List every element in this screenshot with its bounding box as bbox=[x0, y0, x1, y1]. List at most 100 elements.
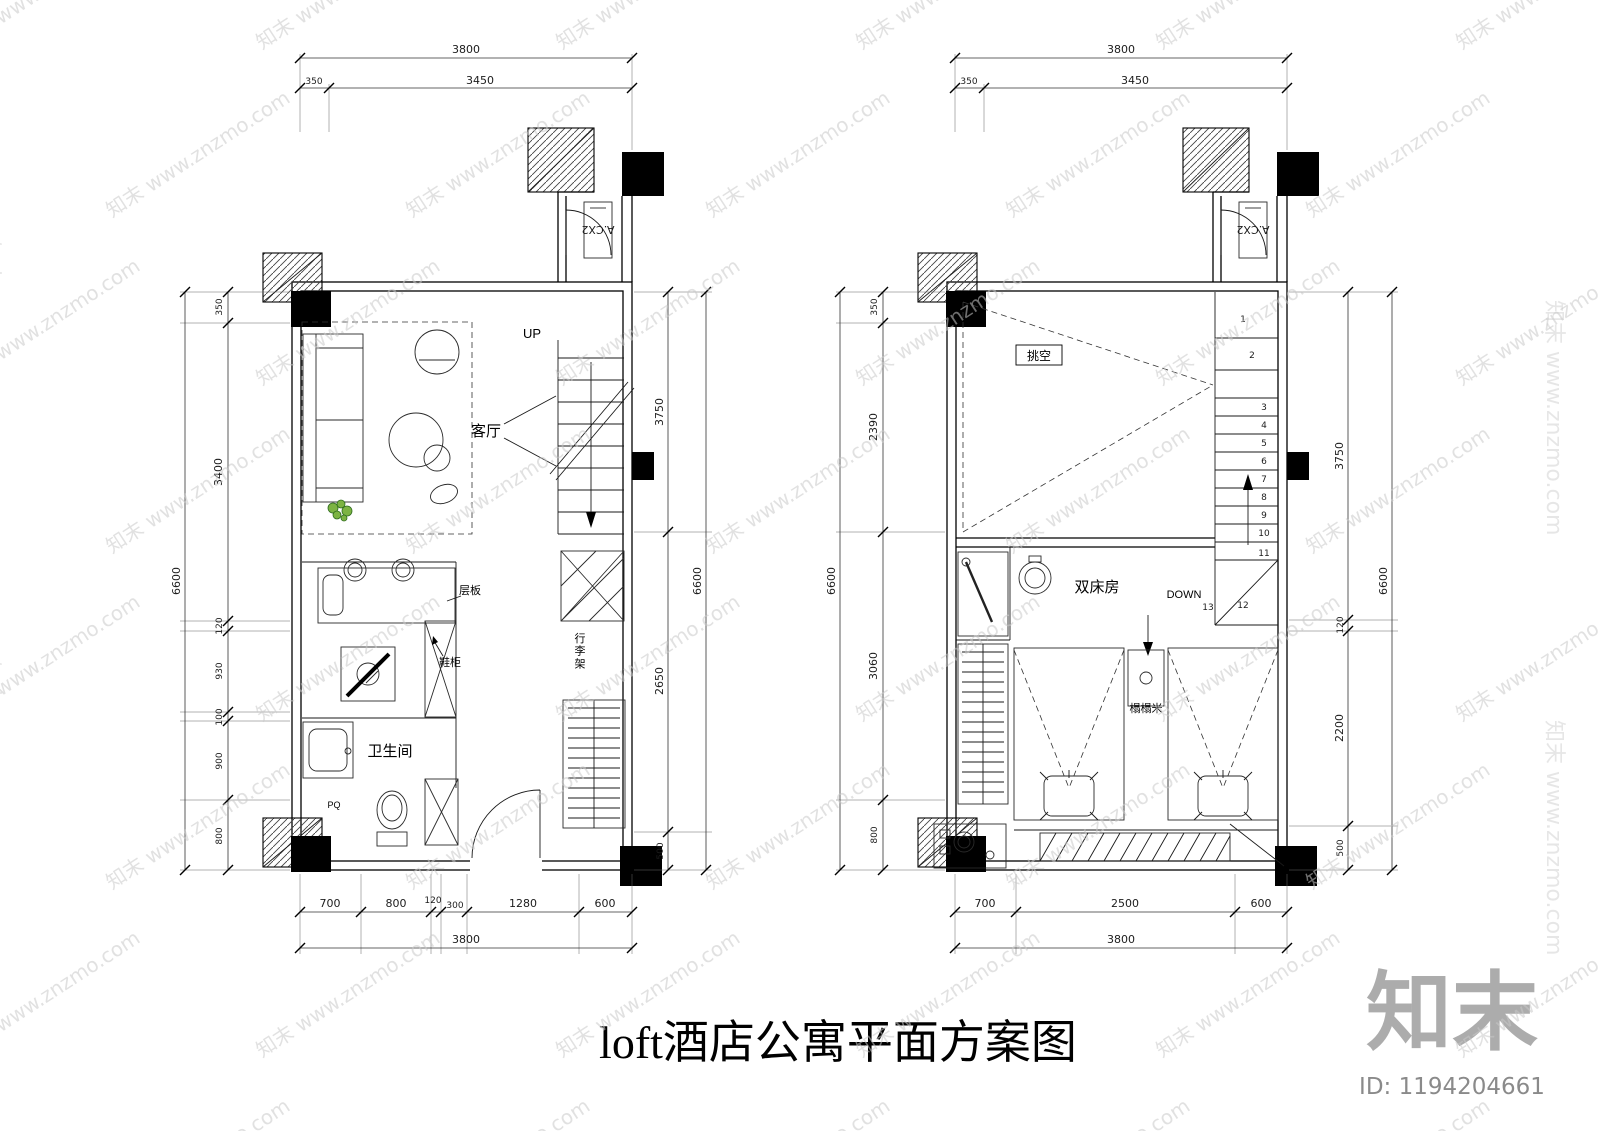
tatami-label: 榻榻米 bbox=[1130, 701, 1163, 715]
shoe-cabinet: 鞋柜 bbox=[424, 620, 461, 718]
stair-arrow-down bbox=[586, 512, 596, 528]
dim: 2390 bbox=[867, 413, 880, 441]
walls-second-floor bbox=[946, 191, 1288, 871]
plant bbox=[327, 499, 353, 522]
down-label: DOWN bbox=[1167, 589, 1202, 601]
dim: 600 bbox=[1251, 897, 1272, 910]
entry-device-2: A.CX2 bbox=[1220, 201, 1270, 259]
stair-num: 9 bbox=[1261, 511, 1267, 521]
living-room-label: 客厅 bbox=[471, 423, 501, 440]
dim: 3400 bbox=[212, 458, 225, 486]
dim: 3800 bbox=[1107, 933, 1135, 946]
dim: 700 bbox=[320, 897, 341, 910]
dim: 500 bbox=[656, 842, 666, 859]
stair-num: 6 bbox=[1261, 457, 1267, 467]
nightstand bbox=[1127, 649, 1165, 707]
entry-device: A.CX2 bbox=[565, 201, 615, 259]
dim: 800 bbox=[215, 827, 225, 844]
dim: 600 bbox=[595, 897, 616, 910]
stair-num: 10 bbox=[1258, 529, 1270, 539]
luggage-rack-label: 行李架 bbox=[575, 632, 586, 670]
stairs-first-floor: UP bbox=[523, 326, 635, 535]
vanity bbox=[957, 551, 1052, 637]
dim: 6600 bbox=[691, 567, 704, 595]
walls-first-floor bbox=[291, 191, 633, 873]
dim: 2500 bbox=[1111, 897, 1139, 910]
dim: 6600 bbox=[1377, 567, 1390, 595]
door-leaf bbox=[1229, 823, 1285, 867]
drain-label: PQ bbox=[327, 800, 340, 810]
twin-room: 双床房 bbox=[933, 551, 1285, 869]
stairs-second-floor: 1 2 3 4 5 6 7 8 9 10 11 12 13 DOWN bbox=[1167, 292, 1279, 626]
stair-num: 7 bbox=[1261, 475, 1267, 485]
dim: 120 bbox=[215, 617, 225, 634]
dim: 700 bbox=[975, 897, 996, 910]
stair-num: 8 bbox=[1261, 493, 1267, 503]
dimensions-first-floor: 3800 350 3450 6600 350 3400 120 930 100 … bbox=[170, 43, 712, 954]
stair-num: 5 bbox=[1261, 439, 1267, 449]
bathroom-label: 卫生间 bbox=[367, 743, 412, 760]
void-area: 挑空 bbox=[962, 301, 1214, 533]
stair-num: 11 bbox=[1258, 549, 1269, 559]
dim: 3450 bbox=[1121, 74, 1149, 87]
dim: 120 bbox=[1336, 616, 1346, 633]
dim: 800 bbox=[870, 826, 880, 843]
stair-num: 2 bbox=[1249, 351, 1255, 361]
device-label: A.CX2 bbox=[581, 223, 614, 236]
dim: 3800 bbox=[452, 933, 480, 946]
living-room-leader bbox=[503, 395, 557, 467]
up-label: UP bbox=[523, 326, 541, 341]
dim: 100 bbox=[215, 708, 225, 725]
stool-chair bbox=[430, 483, 458, 505]
columns-first-floor bbox=[262, 127, 664, 886]
plan-second-floor: A.CX2 挑空 1 2 3 4 5 6 7 8 9 10 11 12 13 bbox=[825, 43, 1398, 954]
dim: 3800 bbox=[452, 43, 480, 56]
closet bbox=[957, 643, 1009, 805]
sofa bbox=[302, 333, 364, 503]
dim: 930 bbox=[215, 662, 225, 679]
stair-break-line bbox=[549, 381, 635, 481]
bed-2 bbox=[1167, 647, 1279, 821]
stair-num: 3 bbox=[1261, 403, 1267, 413]
bed-1 bbox=[1013, 647, 1125, 821]
toilet bbox=[376, 790, 408, 847]
dim: 800 bbox=[386, 897, 407, 910]
dim: 2650 bbox=[653, 667, 666, 695]
bathroom-sink bbox=[302, 721, 354, 779]
dim: 500 bbox=[1336, 839, 1346, 856]
dim: 6600 bbox=[825, 567, 838, 595]
dim: 350 bbox=[870, 298, 880, 315]
stair-num: 1 bbox=[1240, 315, 1246, 325]
dim: 1280 bbox=[509, 897, 537, 910]
entry-door-arc bbox=[565, 209, 612, 256]
stair-num: 13 bbox=[1202, 603, 1213, 613]
shoe-cabinet-label: 鞋柜 bbox=[439, 655, 461, 669]
page-title: loft酒店公寓平面方案图 bbox=[599, 1017, 1077, 1068]
dim: 350 bbox=[305, 77, 322, 87]
luggage-area: 行李架 bbox=[560, 550, 626, 829]
dim: 300 bbox=[446, 901, 463, 911]
stair-num: 12 bbox=[1237, 601, 1248, 611]
corner-unit bbox=[933, 823, 1007, 869]
stair-num: 4 bbox=[1261, 421, 1267, 431]
armchair bbox=[414, 329, 460, 375]
dim: 3750 bbox=[653, 398, 666, 426]
bench-area: 层板 鞋柜 bbox=[317, 558, 481, 718]
brand-id: ID: 1194204661 bbox=[1359, 1074, 1545, 1100]
living-room: 客厅 bbox=[301, 321, 557, 535]
side-table-lamp bbox=[340, 646, 396, 702]
bench-strip bbox=[1039, 832, 1231, 862]
bathroom: PQ 卫生间 bbox=[302, 721, 541, 859]
shelf-label: 层板 bbox=[459, 583, 481, 597]
washer bbox=[424, 778, 459, 846]
dim: 120 bbox=[424, 896, 441, 906]
dim: 3060 bbox=[867, 652, 880, 680]
void-label: 挑空 bbox=[1027, 349, 1051, 363]
dim: 350 bbox=[215, 298, 225, 315]
dimensions-second-floor: 3800 350 3450 6600 350 2390 3060 800 660… bbox=[825, 43, 1398, 954]
bathroom-door-arc bbox=[471, 789, 541, 859]
stair-arrow-up bbox=[1243, 474, 1253, 490]
plan-first-floor: A.CX2 UP bbox=[170, 43, 712, 954]
